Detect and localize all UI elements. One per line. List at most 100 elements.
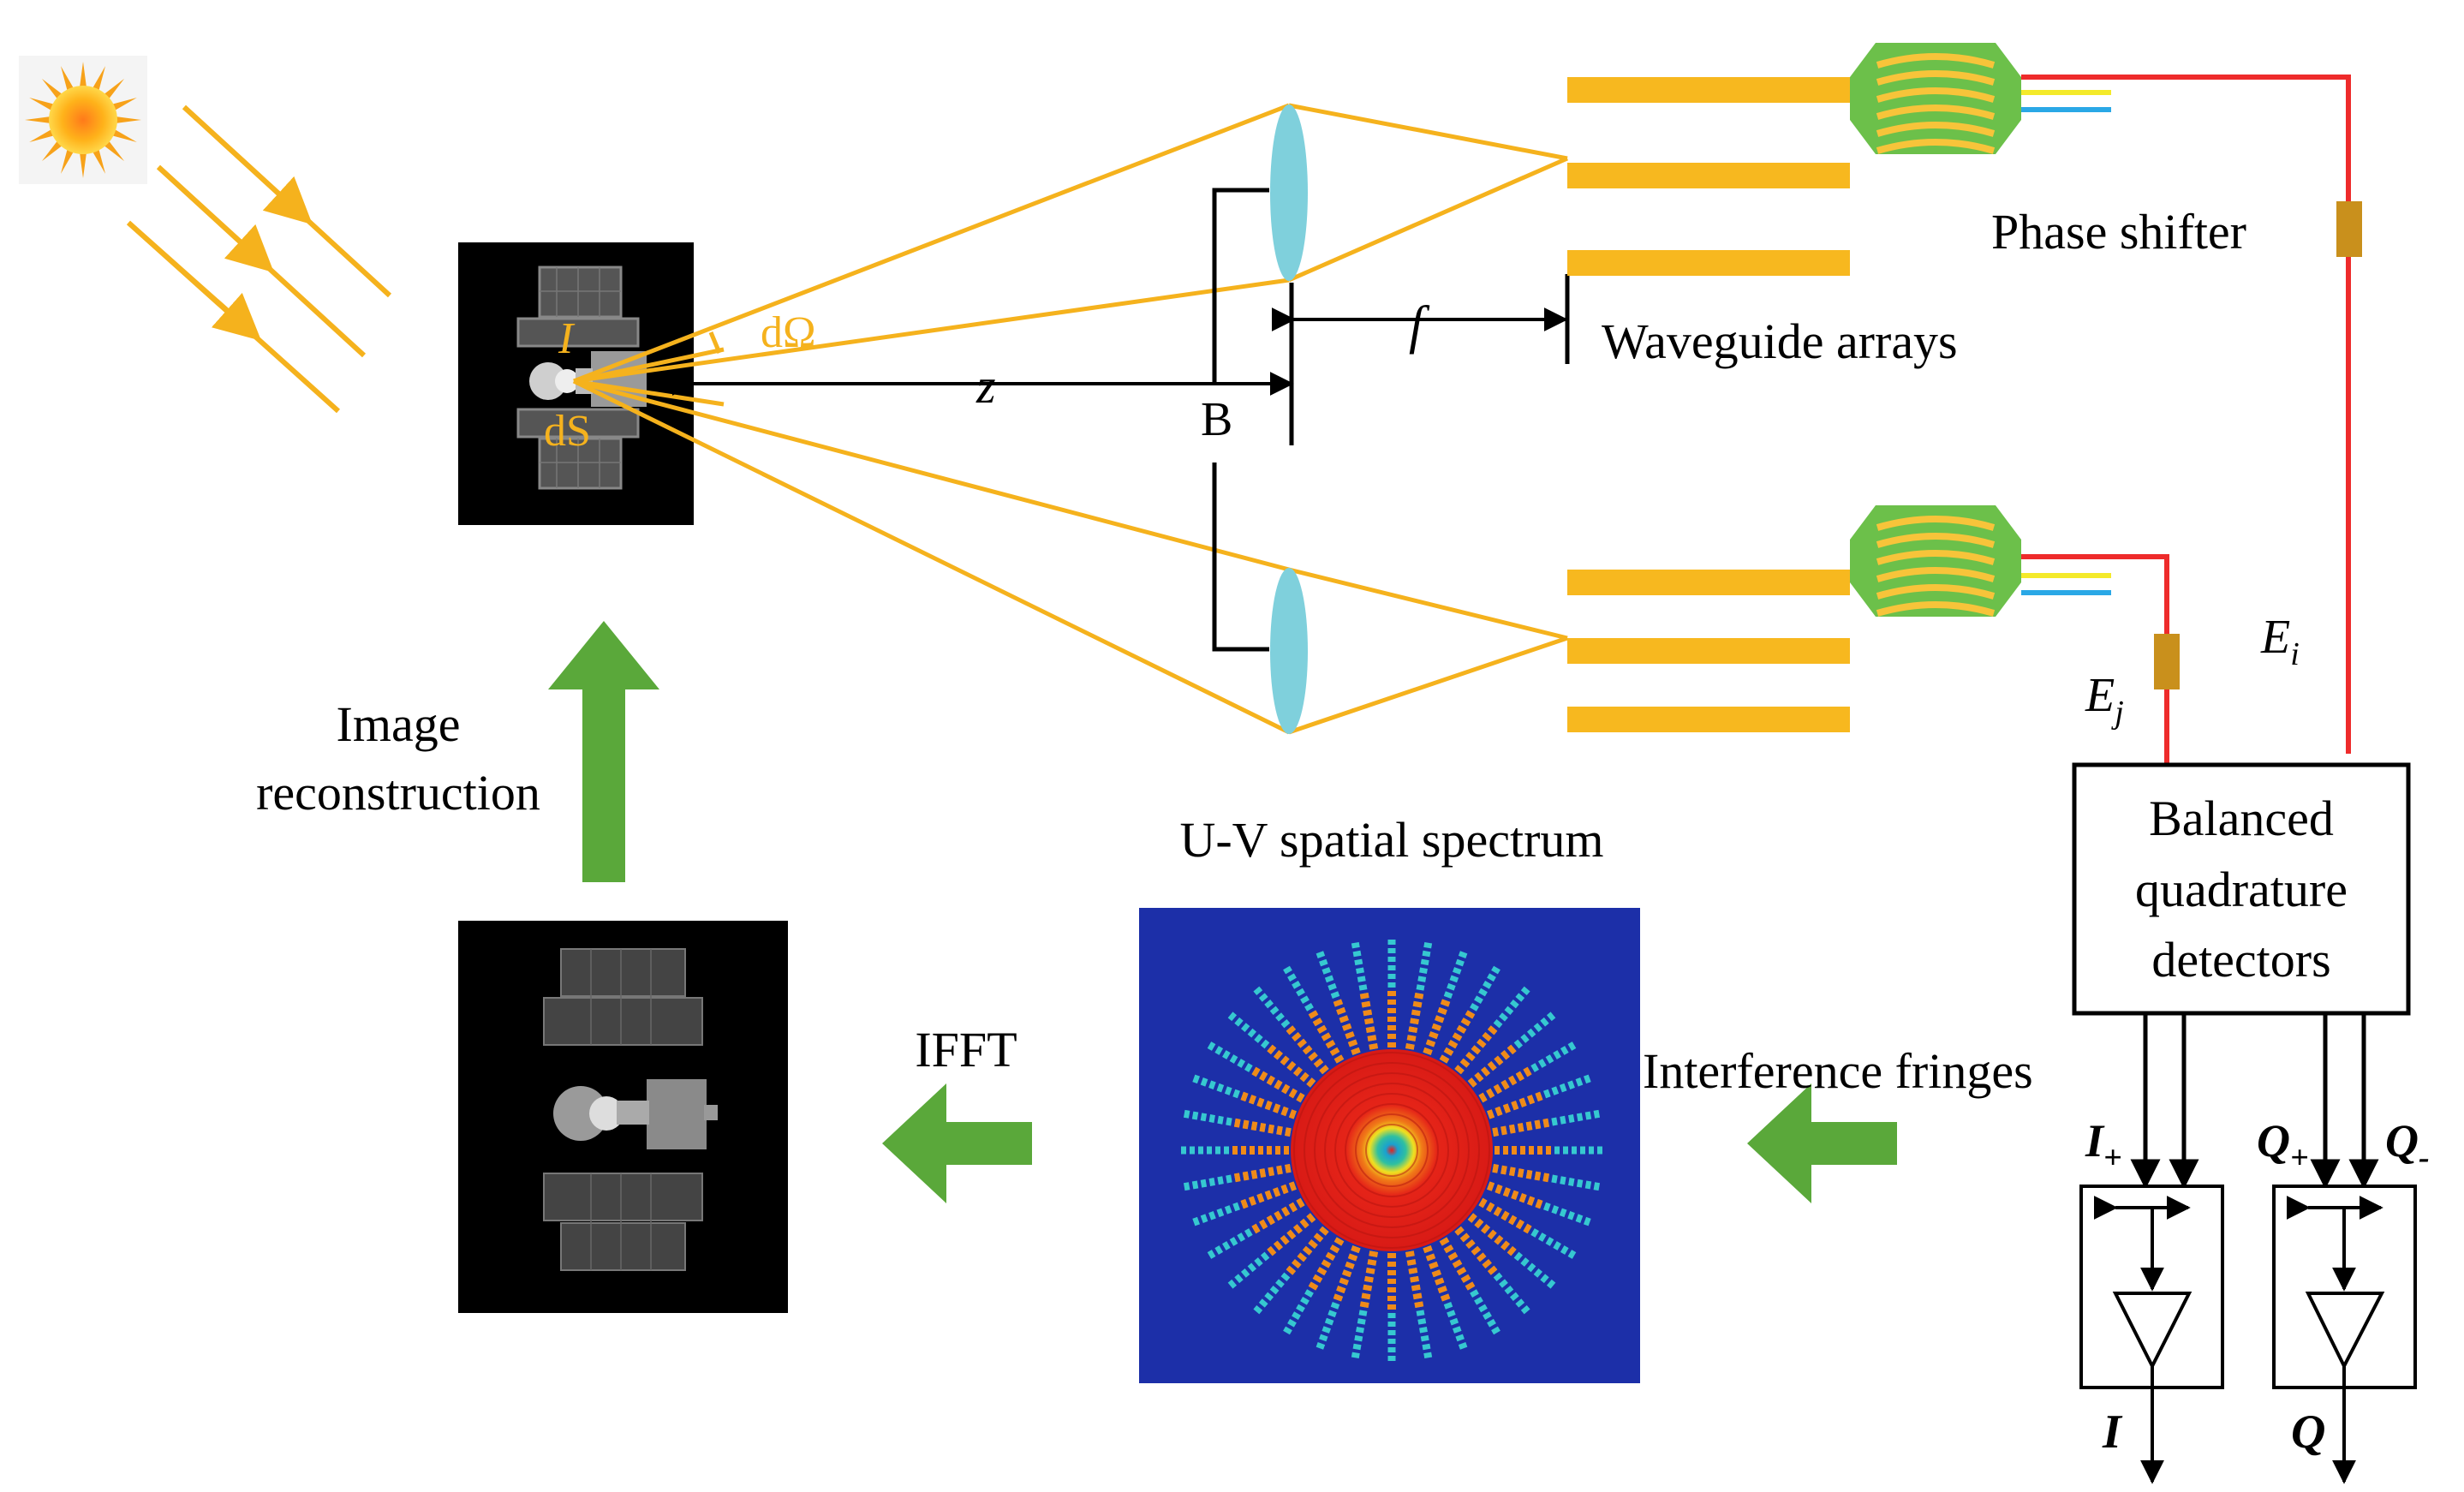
uv-ring — [1345, 1103, 1439, 1197]
uv-spoke-inner — [1359, 1242, 1380, 1311]
output-q-plus-label: Q+ — [2257, 1115, 2309, 1176]
uv-spoke-inner — [1404, 989, 1424, 1059]
ifft-label: IFFT — [915, 1022, 1017, 1077]
arrow-ifft — [882, 1083, 1032, 1203]
output-i-plus-label: I+ — [2085, 1115, 2122, 1176]
intensity-label: I — [558, 314, 576, 363]
uv-ring — [1304, 1062, 1480, 1238]
uv-spoke-inner — [1404, 1242, 1424, 1311]
detectors-label-line2: quadrature — [2135, 862, 2348, 917]
sun-ray — [110, 128, 137, 143]
mmi-arc — [1876, 70, 1996, 86]
uv-spoke-inner — [1471, 1193, 1536, 1236]
area-label: dS — [544, 407, 591, 456]
mmi-arc — [1876, 550, 1996, 565]
uv-spoke-inner — [1461, 1042, 1519, 1094]
detectors-label-line1: Balanced — [2149, 791, 2334, 846]
mmi-coupler-upper — [1850, 43, 2021, 154]
uv-spoke-inner — [1284, 1220, 1335, 1278]
sun-ray — [29, 97, 57, 112]
uv-spoke-inner — [1359, 989, 1380, 1059]
uv-ring — [1314, 1072, 1470, 1228]
detectors-label-line3: detectors — [2151, 932, 2330, 988]
light-cone — [572, 103, 1569, 735]
waveguide-arrays-label: Waveguide arrays — [1602, 313, 1958, 369]
sun-ray — [25, 116, 53, 124]
arrow-image-reconstruction — [548, 621, 659, 882]
detector-outputs — [2130, 1013, 2379, 1190]
sun-ray — [102, 78, 125, 101]
field-ej-label: Ej — [2085, 669, 2124, 731]
uv-spectrum-label: U-V spatial spectrum — [1179, 812, 1603, 868]
uv-ring — [1355, 1113, 1429, 1187]
uv-spoke-inner — [1448, 1023, 1500, 1081]
uv-spoke-inner — [1478, 1178, 1547, 1210]
uv-spoke-inner — [1264, 1207, 1322, 1258]
lens-lower — [1270, 568, 1308, 734]
mmi-arc — [1876, 584, 1996, 600]
mmi-arc — [1876, 567, 1996, 582]
sun-ray — [41, 139, 64, 162]
focal-length-label: f — [1409, 296, 1430, 355]
baseline-label: B — [1201, 393, 1232, 446]
uv-spectrum-plot — [1139, 908, 1640, 1383]
uv-spoke-inner — [1435, 1006, 1477, 1071]
mmi-arc — [1876, 122, 1996, 137]
mmi-coupler-lower — [1850, 505, 2021, 617]
sun-ray — [113, 116, 141, 124]
phase-shifter-lower — [2154, 634, 2180, 689]
mmi-arc — [1876, 516, 1996, 531]
mmi-arc — [1876, 601, 1996, 617]
field-ei-label: Ei — [2260, 611, 2300, 672]
sun-ray — [102, 139, 125, 162]
amplifier-i — [2079, 1185, 2224, 1484]
uv-ring — [1293, 1052, 1490, 1249]
interference-fringes-label: Interference fringes — [1643, 1043, 2033, 1099]
arrow-interference — [1747, 1083, 1897, 1203]
uv-spoke-inner — [1248, 1193, 1313, 1236]
uv-spoke-inner — [1231, 1118, 1300, 1138]
sun-ray — [60, 146, 75, 174]
uv-spoke-inner — [1332, 995, 1364, 1064]
balanced-detectors-box — [2072, 762, 2411, 1016]
uv-spoke-inner — [1448, 1220, 1500, 1278]
fiber-outputs-lower — [2021, 554, 2169, 767]
uv-spoke-inner — [1471, 1065, 1536, 1107]
output-i-label: I — [2102, 1405, 2123, 1459]
sun-ray — [91, 66, 106, 93]
uv-spoke-inner — [1483, 1118, 1553, 1138]
uv-spoke-inner — [1231, 1162, 1300, 1183]
output-q-label: Q — [2291, 1405, 2325, 1459]
distance-label: z — [975, 358, 996, 414]
incoming-light-rays — [126, 104, 392, 414]
uv-spoke-inner — [1284, 1023, 1335, 1081]
sun-ray — [60, 66, 75, 93]
uv-spoke-inner — [1419, 1237, 1452, 1305]
mmi-arc — [1876, 104, 1996, 120]
waveguide-array-upper — [1567, 77, 1850, 276]
output-q-minus-label: Q- — [2385, 1115, 2430, 1176]
image-reconstruction-label-line2: reconstruction — [256, 765, 540, 821]
baseline-bracket — [1212, 188, 1570, 652]
uv-spoke-inner — [1478, 1090, 1547, 1123]
amplifier-q — [2272, 1185, 2417, 1484]
mmi-arc — [1876, 87, 1996, 103]
lens-upper — [1270, 104, 1308, 281]
mmi-arc — [1876, 533, 1996, 548]
uv-spoke-inner — [1419, 995, 1452, 1064]
sun-icon — [19, 56, 147, 184]
fiber-outputs-upper — [2021, 75, 2351, 754]
mmi-arc — [1876, 53, 1996, 69]
image-reconstruction-label-line1: Image — [337, 696, 461, 752]
uv-spoke-inner — [1237, 1178, 1305, 1210]
sun-ray — [79, 62, 87, 90]
uv-spoke-inner — [1461, 1207, 1519, 1258]
sun-ray — [41, 78, 64, 101]
uv-spoke-inner — [1248, 1065, 1313, 1107]
sun-ray — [79, 150, 87, 178]
uv-ring — [1365, 1124, 1418, 1177]
uv-spoke-inner — [1332, 1237, 1364, 1305]
uv-spoke-inner — [1264, 1042, 1322, 1094]
phase-shifter-label: Phase shifter — [1991, 204, 2246, 260]
